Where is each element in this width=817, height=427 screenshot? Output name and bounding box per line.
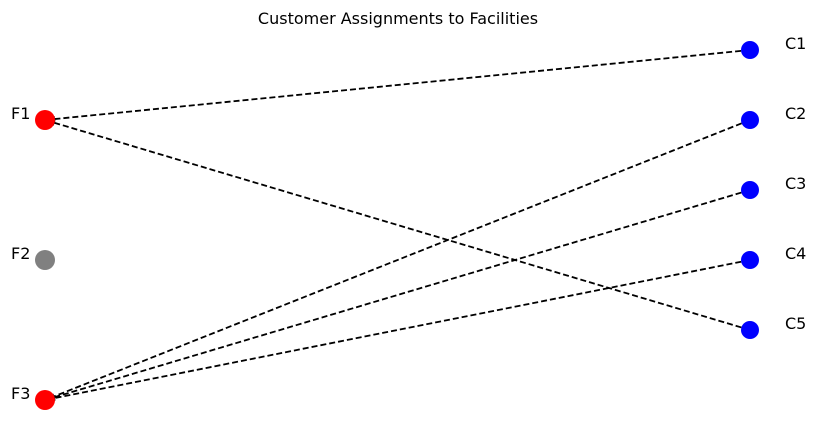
facility-label-f3: F3 bbox=[11, 384, 30, 403]
facility-node-f3 bbox=[35, 390, 55, 410]
facility-node-f1 bbox=[35, 110, 55, 130]
customer-node-c2 bbox=[741, 111, 759, 129]
edge-line bbox=[44, 49, 751, 121]
facility-label-f2: F2 bbox=[11, 244, 30, 263]
customer-label-c2: C2 bbox=[785, 104, 806, 123]
assignment-edge-f3-c3 bbox=[44, 189, 751, 401]
customer-node-c4 bbox=[741, 251, 759, 269]
diagram-title: Customer Assignments to Facilities bbox=[258, 9, 538, 28]
edge-line bbox=[44, 119, 751, 331]
customer-node-c5 bbox=[741, 321, 759, 339]
assignment-edge-f1-c5 bbox=[44, 119, 751, 331]
edge-line bbox=[44, 119, 751, 401]
facility-node-f2 bbox=[35, 250, 55, 270]
customer-label-c1: C1 bbox=[785, 34, 806, 53]
assignment-edge-f3-c4 bbox=[44, 259, 751, 401]
nodes-layer bbox=[35, 41, 759, 410]
edge-line bbox=[44, 189, 751, 401]
customer-label-c5: C5 bbox=[785, 314, 806, 333]
customer-node-c3 bbox=[741, 181, 759, 199]
facility-label-f1: F1 bbox=[11, 104, 30, 123]
edges-layer bbox=[44, 49, 751, 401]
assignment-edge-f3-c2 bbox=[44, 119, 751, 401]
edge-line bbox=[44, 259, 751, 401]
customer-node-c1 bbox=[741, 41, 759, 59]
assignment-edge-f1-c1 bbox=[44, 49, 751, 122]
customer-label-c3: C3 bbox=[785, 174, 806, 193]
customer-label-c4: C4 bbox=[785, 244, 806, 263]
